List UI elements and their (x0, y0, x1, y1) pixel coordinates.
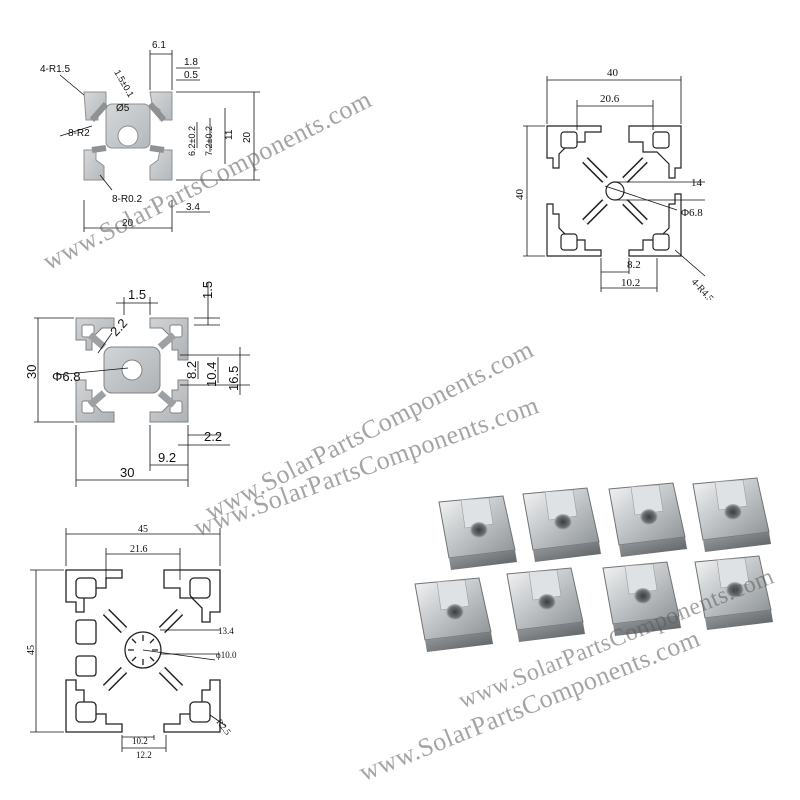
label-slot-2: 7.2±0.2 (204, 126, 214, 156)
label-1-5-side: 1.5 (200, 281, 215, 299)
label-16-5: 16.5 (226, 366, 241, 391)
label-45-height: 45 (26, 645, 37, 655)
label-8-2: 8.2 (184, 361, 199, 379)
label-hole: Φ6.8 (681, 207, 703, 219)
label-40-height: 40 (514, 189, 526, 201)
label-hole: Φ6.8 (52, 369, 80, 384)
t-nut-5 (414, 577, 494, 653)
profile-4545-shape (65, 569, 221, 733)
label-hole: ϕ10.0 (216, 650, 237, 660)
label-slot-1: 6.2±0.2 (187, 126, 197, 156)
label-1-8: 1.8 (184, 57, 198, 68)
label-11: 11 (224, 129, 235, 140)
label-30-width: 30 (120, 465, 134, 480)
label-21-6: 21.6 (130, 544, 148, 555)
label-r-inner: 8-R2 (68, 128, 90, 139)
label-20-6: 20.6 (600, 93, 620, 105)
label-1-5-top: 1.5 (128, 287, 146, 302)
profile-4545-drawing: 45 21.6 45 13.4 ϕ10.0 R2.5 10.2 12.2 (20, 520, 270, 785)
label-r-outer: 4-R1.5 (40, 64, 70, 75)
label-8-2: 8.2 (627, 259, 641, 271)
label-10-2: 10.2 (132, 736, 148, 746)
label-45-width: 45 (138, 524, 148, 535)
t-nut-2 (522, 487, 602, 563)
profile-4040-drawing: 40 20.6 40 14 Φ6.8 4-R4.5 8.2 10.2 (505, 60, 760, 304)
label-30-height: 30 (24, 365, 39, 379)
label-10-4: 10.4 (204, 362, 219, 387)
label-14: 14 (691, 177, 703, 189)
label-12-2: 12.2 (136, 750, 152, 760)
label-2-2: 2.2 (204, 429, 222, 444)
label-10-2: 10.2 (621, 277, 640, 289)
t-nut-6 (506, 567, 586, 643)
label-radius: 4-R4.5 (689, 277, 716, 300)
t-nut-3 (608, 482, 688, 558)
label-6-1: 6.1 (152, 40, 166, 51)
label-tolerance: 1.5±0.1 (112, 68, 136, 99)
t-nut-1 (438, 495, 518, 571)
label-20-width: 20 (122, 218, 134, 229)
t-nut-4 (692, 477, 772, 553)
label-40-width: 40 (607, 67, 619, 79)
profile-2020-drawing: 4-R1.5 6.1 1.8 0.5 1.5±0.1 Ø5 8-R2 6.2±0… (0, 0, 260, 245)
label-9-2: 9.2 (158, 450, 176, 465)
label-13-4: 13.4 (218, 626, 234, 636)
label-3-4: 3.4 (186, 202, 200, 213)
profile-2020-shape (83, 91, 173, 181)
label-20-height: 20 (242, 131, 253, 143)
profile-3030-shape (75, 317, 189, 423)
profile-3030-drawing: 1.5 1.5 2.2 30 Φ6.8 8.2 10.4 16.5 2.2 9.… (20, 275, 250, 490)
profile-4040-shape (546, 125, 682, 257)
label-r-small: 8-R0.2 (112, 194, 142, 205)
label-0-5: 0.5 (184, 70, 198, 81)
label-hole: Ø5 (116, 103, 130, 114)
